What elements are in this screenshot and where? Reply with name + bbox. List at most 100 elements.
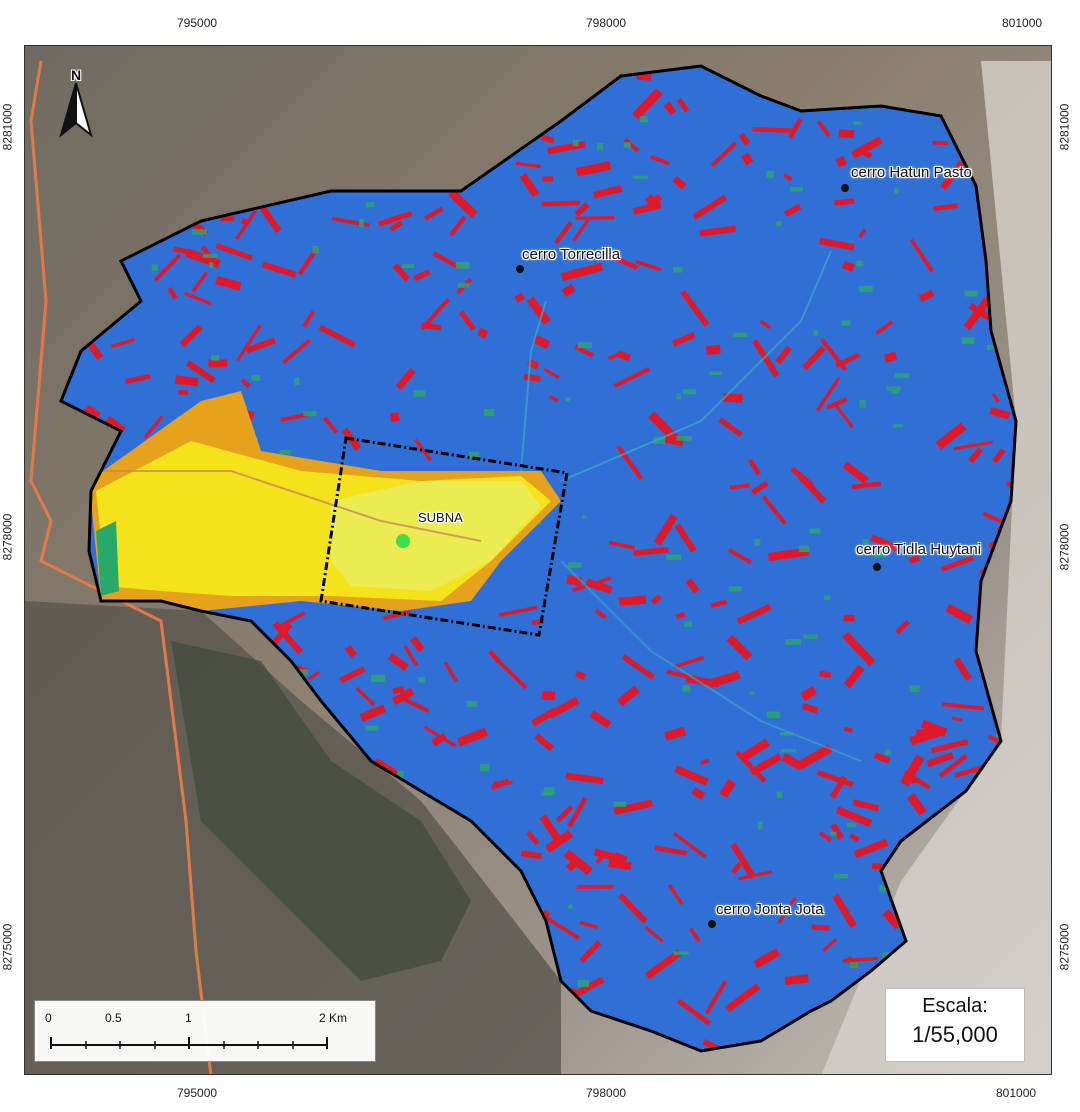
red-patch bbox=[302, 310, 315, 328]
green-patch bbox=[541, 791, 552, 796]
green-patch bbox=[850, 962, 859, 969]
red-patch bbox=[692, 194, 728, 220]
red-patch bbox=[654, 845, 688, 856]
red-patch bbox=[526, 830, 540, 846]
red-patch bbox=[676, 97, 690, 113]
green-patch bbox=[209, 262, 214, 269]
red-patch bbox=[650, 594, 662, 605]
red-patch bbox=[739, 738, 770, 762]
green-patch bbox=[779, 732, 794, 736]
red-patch bbox=[533, 335, 551, 350]
red-patch bbox=[608, 540, 636, 550]
red-patch bbox=[585, 578, 613, 594]
red-patch bbox=[843, 664, 865, 689]
red-patch bbox=[592, 185, 623, 199]
red-patch bbox=[153, 253, 182, 282]
red-patch bbox=[800, 685, 818, 701]
green-patch bbox=[798, 545, 810, 553]
red-patch bbox=[432, 251, 462, 270]
red-patch bbox=[873, 752, 891, 764]
y-coord-right-2: 8278000 bbox=[1057, 523, 1072, 571]
green-patch bbox=[961, 337, 975, 345]
red-patch bbox=[672, 832, 707, 859]
y-coord-left-3: 8275000 bbox=[0, 923, 15, 971]
red-patch bbox=[748, 458, 761, 476]
red-patch bbox=[796, 744, 833, 770]
red-patch bbox=[940, 160, 966, 191]
green-patch bbox=[544, 786, 555, 795]
red-patch bbox=[575, 216, 615, 221]
red-patch bbox=[282, 338, 312, 365]
red-patch bbox=[574, 202, 590, 217]
green-patch bbox=[613, 801, 627, 807]
red-patch bbox=[621, 654, 655, 680]
red-patch bbox=[816, 120, 831, 138]
red-patch bbox=[185, 360, 216, 384]
green-patch bbox=[749, 691, 755, 695]
red-patch bbox=[554, 221, 573, 245]
red-patch bbox=[323, 416, 339, 434]
red-patch bbox=[391, 687, 415, 706]
green-patch bbox=[294, 377, 300, 386]
red-patch bbox=[909, 727, 944, 746]
mountain-dark-ridges bbox=[171, 641, 471, 981]
green-patch bbox=[577, 980, 589, 987]
red-patch bbox=[191, 271, 209, 293]
red-patch bbox=[616, 685, 640, 707]
red-patch bbox=[853, 838, 889, 859]
red-patch bbox=[761, 495, 787, 525]
red-patch bbox=[280, 412, 310, 423]
red-patch bbox=[607, 351, 622, 361]
red-patch bbox=[617, 893, 648, 924]
green-patch bbox=[666, 554, 682, 560]
red-patch bbox=[635, 259, 662, 272]
green-patch bbox=[672, 267, 683, 273]
green-patch bbox=[823, 595, 831, 600]
river-north bbox=[520, 300, 547, 472]
admin-boundary-line bbox=[29, 60, 213, 1074]
red-patch bbox=[613, 799, 653, 815]
map-canvas[interactable] bbox=[25, 46, 1052, 1075]
green-patch bbox=[577, 342, 592, 349]
red-patch bbox=[245, 337, 276, 354]
green-patch bbox=[418, 677, 426, 683]
red-patch bbox=[261, 261, 297, 278]
red-patch bbox=[589, 710, 612, 729]
red-patch bbox=[667, 883, 684, 906]
north-arrow: N bbox=[53, 67, 99, 145]
green-patch bbox=[366, 201, 375, 208]
green-patch bbox=[841, 320, 851, 326]
red-patch bbox=[240, 217, 251, 226]
red-patch bbox=[389, 220, 404, 232]
green-patch bbox=[803, 634, 818, 639]
red-patch bbox=[397, 694, 430, 714]
map-frame[interactable]: N bbox=[24, 45, 1052, 1075]
green-patch bbox=[766, 170, 774, 178]
red-patch bbox=[940, 555, 974, 572]
green-patch bbox=[682, 389, 697, 395]
red-patch bbox=[563, 849, 593, 876]
red-patch bbox=[926, 751, 954, 768]
green-patch bbox=[279, 449, 292, 455]
red-patch bbox=[543, 367, 560, 380]
red-patch bbox=[730, 861, 742, 875]
red-patch bbox=[991, 393, 1000, 403]
green-patch bbox=[862, 539, 869, 545]
red-patch bbox=[179, 324, 203, 348]
study-area-box bbox=[319, 436, 569, 637]
red-patch bbox=[870, 534, 900, 552]
green-patch bbox=[891, 390, 899, 394]
green-patch bbox=[365, 725, 379, 731]
red-patch bbox=[344, 644, 358, 658]
green-patch bbox=[568, 904, 573, 909]
green-patch bbox=[413, 390, 426, 397]
red-patch bbox=[542, 176, 554, 182]
red-patch bbox=[838, 129, 855, 138]
red-patch bbox=[671, 332, 696, 347]
green-patch bbox=[833, 873, 849, 879]
scale-tick-0: 0 bbox=[45, 1011, 52, 1025]
red-patch bbox=[215, 275, 242, 291]
red-patch bbox=[387, 652, 409, 671]
red-patch bbox=[797, 473, 827, 504]
green-patch bbox=[582, 515, 587, 519]
